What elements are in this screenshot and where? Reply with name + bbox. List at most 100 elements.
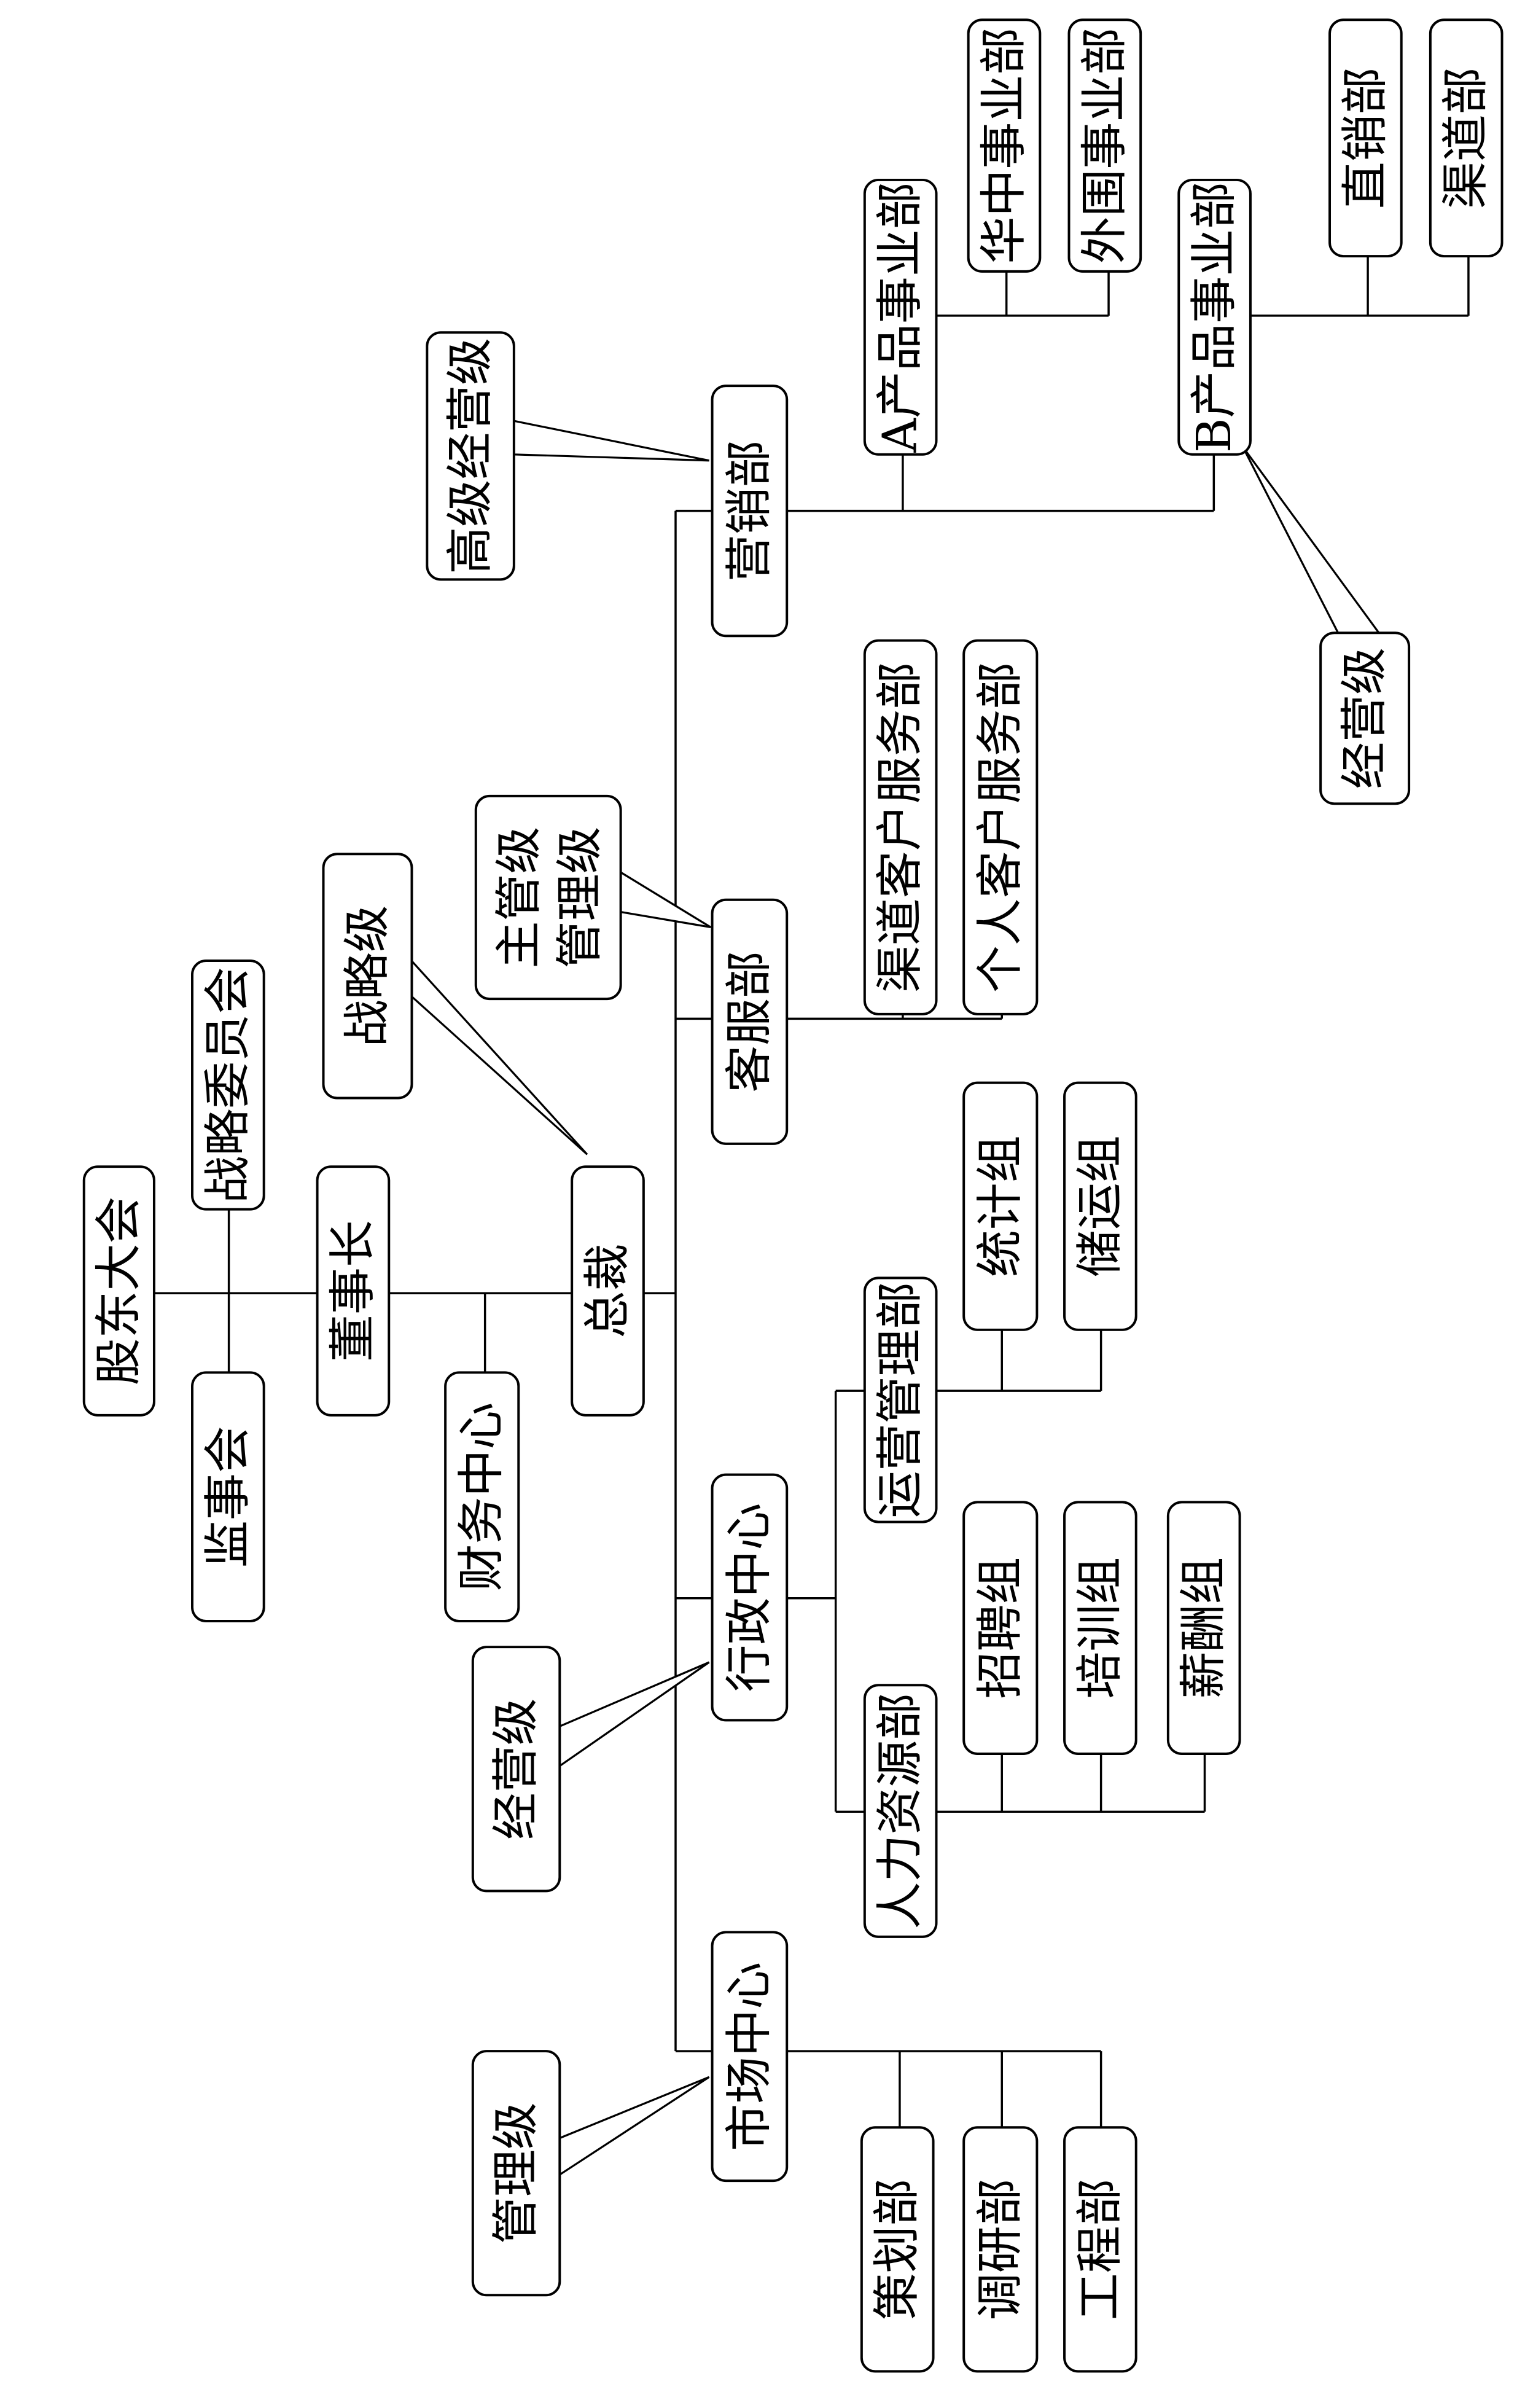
org-unit-box [860,2126,935,2373]
org-unit-box [1166,1501,1241,1755]
org-unit-box [316,1165,391,1417]
connector-lines [154,256,1470,2128]
org-unit-label: 调研部 [973,2178,1028,2320]
callout-pointer [620,870,711,929]
org-unit-label: 策划部 [870,2178,925,2320]
org-unit-channel[interactable]: 渠道部 [1429,18,1504,258]
org-unit-label: 华中事业部 [977,28,1031,264]
org-unit-label: B产品事业部 [1187,182,1242,453]
org-unit-logistics[interactable]: 储运组 [1063,1081,1137,1331]
org-unit-label: 财务中心 [454,1402,509,1592]
org-unit-label: 统计组 [973,1135,1028,1277]
org-unit-box [962,639,1039,1015]
org-unit-training[interactable]: 培训组 [1063,1501,1137,1755]
org-unit-admin-center[interactable]: 行政中心 [711,1473,789,1722]
org-unit-box [1328,18,1403,258]
callout-label: 高级经营级 [443,338,498,574]
callout-operating_left: 经营级 [471,1646,710,1893]
org-unit-box [711,898,789,1145]
org-unit-direct-sales[interactable]: 直销部 [1328,18,1403,258]
org-unit-box [967,18,1042,273]
org-unit-chairman[interactable]: 董事长 [316,1165,391,1417]
org-unit-label: 培训组 [1073,1557,1128,1699]
org-unit-label: 行政中心 [722,1503,777,1692]
org-unit-engineering[interactable]: 工程部 [1063,2126,1137,2373]
org-unit-box [711,385,789,638]
org-unit-recruiting[interactable]: 招聘组 [962,1501,1039,1755]
org-unit-label: 招聘组 [973,1557,1028,1699]
org-unit-channel-cs[interactable]: 渠道客户服务部 [863,639,938,1015]
callout-label: 战略级 [340,905,395,1047]
org-unit-box [444,1371,520,1622]
callout-box [471,1646,561,1893]
org-unit-finance-center[interactable]: 财务中心 [444,1371,520,1622]
org-unit-box [1177,178,1252,456]
org-unit-planning[interactable]: 策划部 [860,2126,935,2373]
org-unit-strategy-committee[interactable]: 战略委员会 [191,960,265,1211]
org-unit-peripheral[interactable]: 外围事业部 [1067,18,1142,273]
callout-strategic: 战略级 [322,853,588,1155]
org-unit-box [863,1684,938,1938]
callout-pointer [558,1661,710,1768]
org-unit-box [1063,1081,1137,1331]
org-unit-label: 股东大会 [92,1197,146,1386]
callout-label: 管理级 [489,2102,544,2244]
org-unit-label: 营销部 [722,440,777,582]
org-unit-hr[interactable]: 人力资源部 [863,1684,938,1938]
org-unit-market-center[interactable]: 市场中心 [711,1931,789,2183]
callout-box [1319,631,1411,805]
org-unit-label: A产品事业部 [873,182,928,453]
callout-pointer [558,2076,710,2177]
callout-label: 经营级 [1338,647,1392,789]
org-unit-label: 人力资源部 [873,1693,928,1929]
org-unit-box [711,1473,789,1722]
callout-operating_right: 经营级 [1242,446,1411,805]
org-unit-label: 总裁 [580,1244,635,1339]
callout-box [471,2050,561,2297]
org-unit-box [962,1501,1039,1755]
org-units: 股东大会监事会 战略委员会董事长财务中心 总裁 营销部 A产品事业部华中事业部外围事业部… [82,18,1504,2373]
callout-senior_operating: 高级经营级 [426,331,709,581]
org-unit-research[interactable]: 调研部 [962,2126,1039,2373]
org-unit-label: 监事会 [201,1426,255,1568]
org-unit-box [711,1931,789,2183]
callout-management: 管理级 [471,2050,710,2297]
org-unit-label: 董事长 [326,1220,380,1362]
org-unit-operations[interactable]: 运营管理部 [863,1276,938,1523]
org-unit-statistics[interactable]: 统计组 [962,1081,1039,1331]
org-unit-box [863,1276,938,1523]
org-unit-label: 市场中心 [722,1962,777,2151]
org-unit-label: 外围事业部 [1077,28,1132,264]
org-unit-box [863,178,938,456]
org-unit-box [962,2126,1039,2373]
org-unit-product-b[interactable]: B产品事业部 [1177,178,1252,456]
org-unit-supervisory-board[interactable]: 监事会 [191,1371,265,1622]
org-unit-product-a[interactable]: A产品事业部 [863,178,938,456]
org-unit-box [1067,18,1142,273]
org-unit-customer-service[interactable]: 客服部 [711,898,789,1145]
org-unit-box [191,960,265,1211]
org-unit-label: 直销部 [1338,67,1393,209]
org-unit-label: 工程部 [1073,2178,1128,2320]
org-unit-marketing[interactable]: 营销部 [711,385,789,638]
org-unit-box [571,1165,645,1417]
org-unit-shareholders[interactable]: 股东大会 [82,1165,155,1417]
org-unit-box [863,639,938,1015]
org-unit-box [1063,2126,1137,2373]
callout-pointer [1242,446,1383,636]
callout-supervisor: 主管级管理级 [474,794,711,1001]
org-unit-president[interactable]: 总裁 [571,1165,645,1417]
org-unit-box [1063,1501,1137,1755]
org-unit-label: 个人客户服务部 [973,662,1028,993]
org-unit-label: 薪酬组 [1177,1557,1231,1699]
org-unit-central-china[interactable]: 华中事业部 [967,18,1042,273]
org-unit-label: 战略委员会 [201,967,255,1203]
org-unit-personal-cs[interactable]: 个人客户服务部 [962,639,1039,1015]
org-unit-box [82,1165,155,1417]
callout-box [426,331,515,581]
callout-pointer [513,420,709,462]
org-unit-compensation[interactable]: 薪酬组 [1166,1501,1241,1755]
callout-box [474,794,622,1001]
org-unit-box [1429,18,1504,258]
org-unit-label: 运营管理部 [873,1282,928,1519]
